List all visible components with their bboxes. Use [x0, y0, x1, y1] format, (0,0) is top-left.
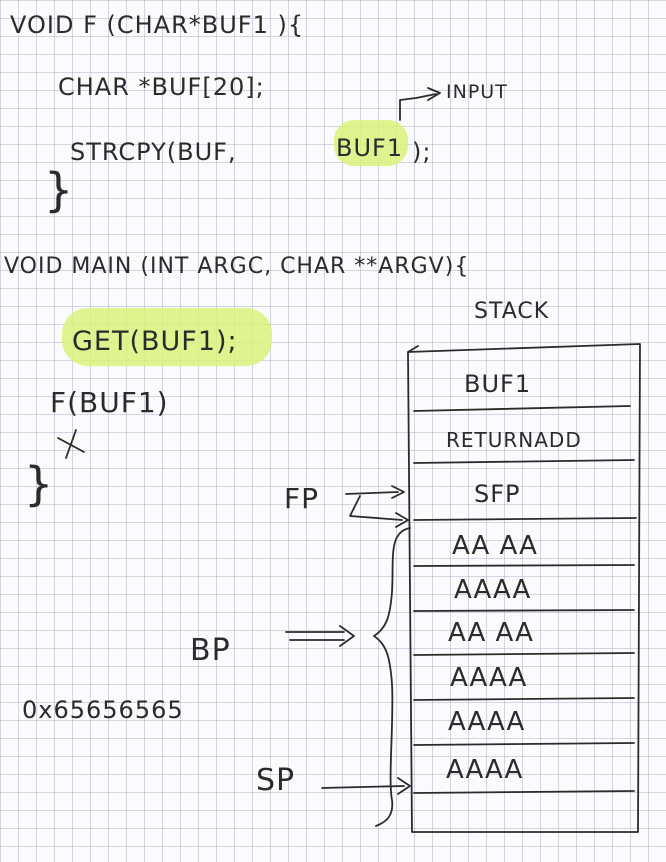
stack-frame [407, 343, 641, 833]
stack-cell: AAAA [446, 755, 523, 785]
bp-label: BP [190, 633, 231, 668]
buffer-brace [373, 527, 411, 827]
stack-cell: AAAA [448, 707, 525, 737]
fp-label: FP [284, 482, 319, 515]
stack-divider [413, 790, 635, 794]
stack-cell: AA AA [448, 618, 534, 648]
input-label: INPUT [446, 81, 508, 103]
stack-cell: AAAA [454, 575, 531, 605]
input-arrow-head [427, 87, 441, 101]
stack-cell: RETURNADD [446, 428, 582, 452]
func-signature: VOID F (CHAR*BUF1 ){ [10, 11, 304, 39]
fp-arrow-head [391, 485, 405, 499]
stack-divider [413, 697, 635, 701]
highlight-strcpy-arg [334, 120, 408, 166]
main-close-brace: } [24, 457, 54, 511]
stack-divider [413, 609, 635, 612]
stack-divider [413, 652, 635, 656]
stack-top-tick [407, 345, 419, 353]
stack-divider [413, 564, 635, 567]
fp-link [349, 495, 403, 521]
strcpy-arg: BUF1 [336, 134, 403, 162]
func-close-brace: } [44, 163, 74, 217]
strcpy-suffix: ); [412, 138, 431, 166]
strcpy-prefix: STRCPY(BUF, [70, 138, 237, 166]
sp-arrow-head [397, 777, 411, 795]
fp-arrow [345, 491, 399, 495]
sp-arrow [321, 785, 405, 789]
f-call: F(BUF1) [50, 386, 169, 419]
stack-divider [413, 405, 631, 412]
sp-label: SP [256, 763, 295, 798]
stack-cell: AA AA [452, 531, 538, 561]
stack-divider [413, 517, 637, 521]
main-signature: VOID MAIN (INT ARGC, CHAR **ARGV){ [4, 254, 469, 279]
crossed-mark [57, 429, 85, 459]
stack-cell: SFP [474, 480, 521, 508]
input-arrow [399, 93, 437, 121]
bp-arrow-head [339, 625, 355, 647]
stack-divider [413, 742, 635, 746]
address-value: 0x65656565 [22, 696, 184, 724]
stack-cell: AAAA [450, 663, 527, 693]
stack-divider [413, 459, 635, 464]
get-call: GET(BUF1); [72, 326, 238, 357]
highlight-get-call [62, 308, 272, 366]
stack-cell: BUF1 [464, 370, 531, 398]
buf-declaration: CHAR *BUF[20]; [58, 73, 265, 101]
fp-link-head [395, 512, 409, 528]
bp-arrow [285, 631, 345, 641]
stack-title: STACK [474, 299, 549, 324]
